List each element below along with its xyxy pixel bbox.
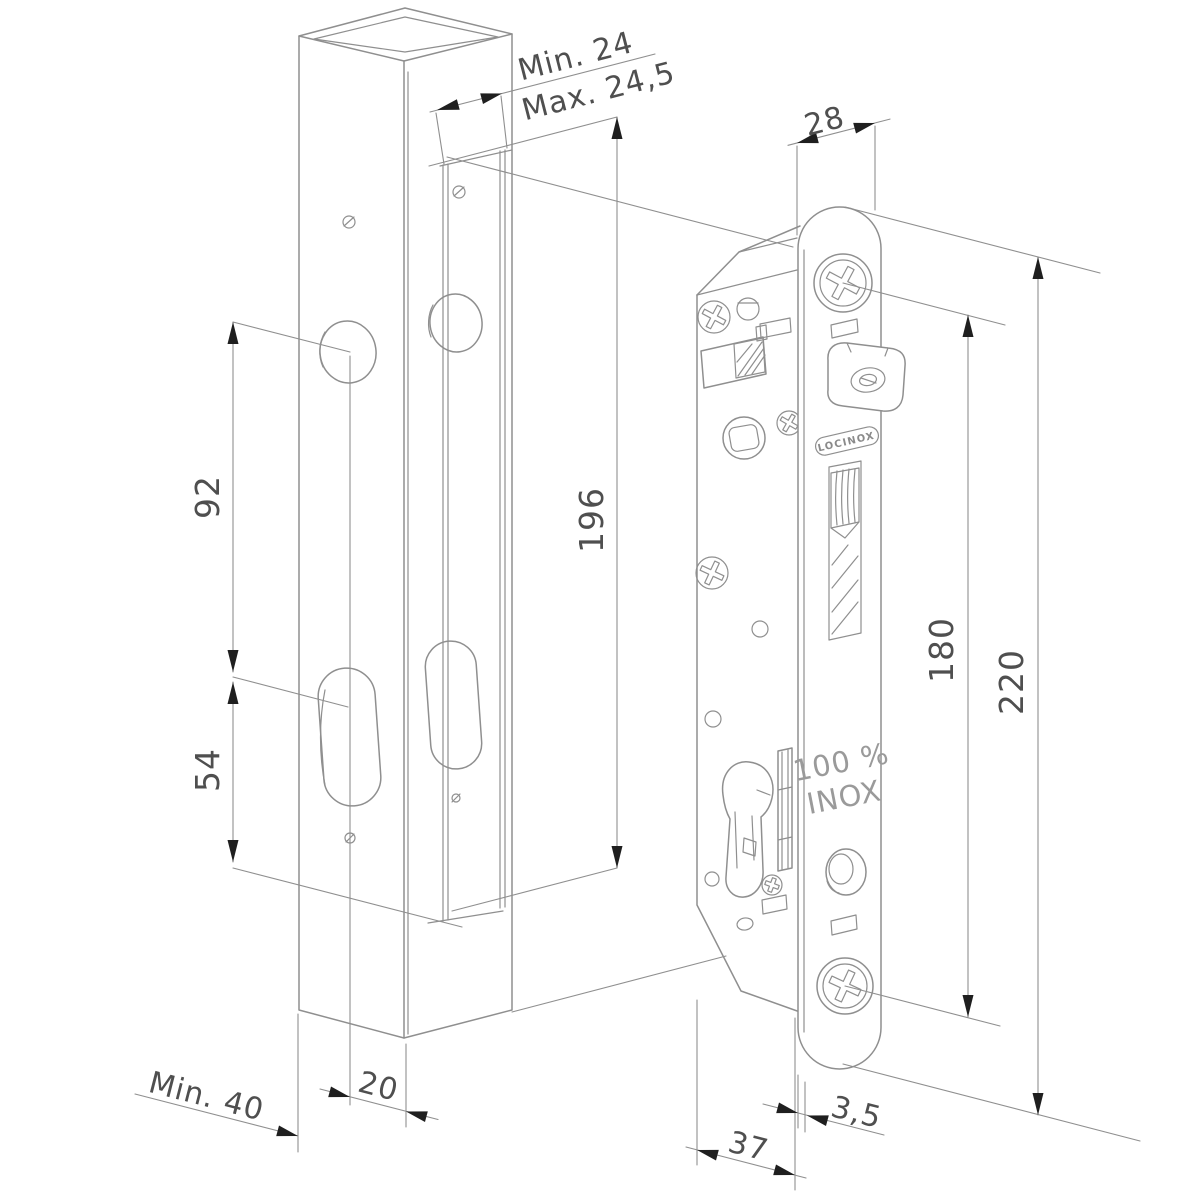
latch-hatching — [736, 341, 766, 377]
case-hole — [704, 871, 720, 887]
post-right-face-holes — [424, 185, 483, 803]
post-left-face-holes — [317, 215, 382, 844]
post-recess-channel — [427, 149, 513, 924]
dimension-label: 196 — [572, 487, 611, 553]
projection-lines — [446, 156, 794, 1013]
faceplate: LOCINOX 100 % INOX — [790, 206, 892, 1070]
case-top-face — [738, 237, 798, 253]
dimension-label: 180 — [922, 617, 961, 683]
spindle-follower — [722, 416, 766, 460]
square-spindle-hole — [728, 424, 760, 452]
post-top-opening — [313, 16, 499, 53]
handle-hole — [429, 293, 483, 353]
faceplate-lower-slot — [830, 914, 858, 936]
cylinder-slot — [424, 640, 483, 770]
cylinder-cam — [742, 837, 757, 857]
faceplate-indicator-slot — [830, 318, 859, 339]
case-chamfer-back-edge — [696, 269, 798, 296]
case-lower-screw — [761, 874, 783, 896]
latch-hatching — [831, 544, 859, 635]
dimension-label: 54 — [188, 748, 227, 792]
phillips-screw-icon — [699, 560, 725, 586]
post-right-face — [403, 33, 513, 1039]
screw-pilot-hole — [342, 215, 356, 229]
dimension-label: Min. 40 — [145, 1065, 267, 1128]
case-hole — [751, 620, 769, 638]
deadbolt-slot — [777, 747, 793, 872]
screw-pilot-hole — [452, 185, 466, 199]
dimension-label: 20 — [355, 1065, 403, 1109]
phillips-screw-icon — [764, 877, 780, 893]
knob-slot-screw — [858, 373, 878, 387]
dimension-screw-spacing: 180 — [842, 282, 1006, 1027]
case-left-edge — [696, 294, 801, 1013]
case-oval-hole — [736, 917, 754, 931]
latch-knob — [827, 342, 906, 412]
dimension-recess-length: 196 — [428, 116, 623, 912]
cylinder-slot — [317, 667, 382, 807]
case-slot-plate — [761, 894, 788, 915]
dimension-plate-thickness: 3,5 — [762, 1074, 885, 1137]
phillips-screw-icon — [701, 304, 727, 330]
dimension-label: 37 — [725, 1125, 773, 1169]
case-top-edge — [696, 225, 801, 296]
case-hole — [704, 710, 722, 728]
post-left-face — [298, 35, 405, 1039]
dimension-label: 92 — [188, 475, 227, 519]
dimension-label: 28 — [801, 100, 849, 144]
dimension-recess-width: Min. 24 Max. 24,5 — [429, 25, 679, 165]
dimension-lines: Min. 24 Max. 24,5 28 92 54 — [134, 25, 1141, 1191]
euro-cylinder-cutout — [721, 761, 774, 898]
lock-case — [695, 225, 802, 1013]
dimension-label: 220 — [992, 649, 1031, 715]
cylinder-ring — [825, 848, 867, 896]
dimension-case-depth: 37 — [685, 999, 807, 1191]
case-slider — [755, 317, 792, 342]
dimension-label: 3,5 — [827, 1090, 885, 1137]
case-mid-screw — [695, 556, 729, 590]
dimension-lower-hole-spacing: 54 — [188, 676, 463, 928]
dimension-upper-hole-spacing: 92 — [188, 321, 351, 673]
screw-pilot-hole — [451, 793, 461, 803]
dimension-post-depth: Min. 40 — [134, 1013, 299, 1153]
phillips-screw-icon — [779, 413, 799, 433]
case-latch-window — [700, 336, 767, 389]
case-half-hole — [736, 297, 760, 321]
dimension-plate-length: 220 — [842, 206, 1141, 1142]
latch-channel — [828, 460, 862, 641]
latchbolt-face-lines — [834, 468, 856, 526]
gate-post — [298, 7, 513, 1039]
case-top-screw — [697, 300, 731, 334]
